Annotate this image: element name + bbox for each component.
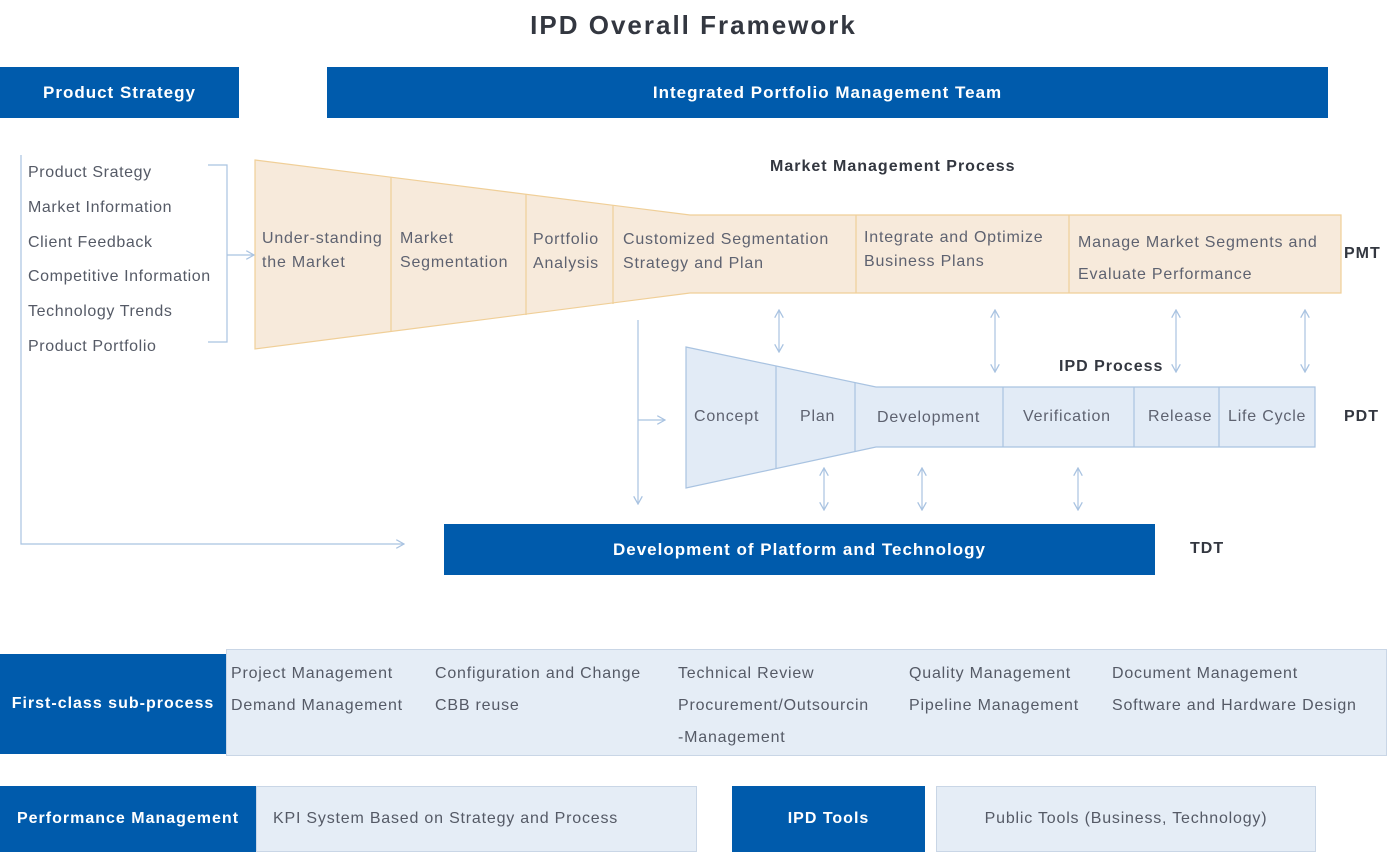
market-stage-dividers [390,177,1070,332]
kpi-system-box: KPI System Based on Strategy and Process [256,786,697,852]
market-stage-understanding: Under-standing the Market [262,230,383,271]
market-stage-segmentation: Market Segmentation [400,230,509,271]
list-item: Demand Management [231,697,403,714]
ipd-stage-concept: Concept [694,408,760,425]
input-list: Product Srategy Market Information Clien… [28,160,211,369]
subprocess-column: Configuration and Change CBB reuse [435,658,641,722]
ipd-stage-release: Release [1148,408,1213,425]
market-stage-portfolio-analysis: Portfolio Analysis [533,231,599,272]
portfolio-team-bar: Integrated Portfolio Management Team [327,67,1328,118]
platform-technology-bar: Development of Platform and Technology [444,524,1155,575]
ipd-process-label: IPD Process [1059,358,1164,375]
list-item: Pipeline Management [909,697,1079,714]
performance-management-label: Performance Management [0,786,256,852]
market-stage-integrate-optimize: Integrate and Optimize Business Plans [864,229,1044,270]
input-item: Market Information [28,198,173,216]
product-strategy-bar: Product Strategy [0,67,239,118]
market-stage-customized-segmentation: Customized Segmentation Strategy and Pla… [623,231,830,272]
first-class-subprocess-box [226,649,1387,756]
pdt-tdt-links [824,468,1078,510]
pmt-pdt-links [779,310,1305,372]
list-item: Technical Review [678,665,815,682]
list-item: Document Management [1112,665,1298,682]
first-class-subprocess-label: First-class sub-process [0,654,226,754]
ipd-stage-verification: Verification [1023,408,1111,425]
list-item: Quality Management [909,665,1072,682]
input-item: Client Feedback [28,233,153,251]
list-item: -Management [678,729,786,746]
ipd-stage-development: Development [877,409,981,426]
input-item: Product Portfolio [28,337,157,355]
ipd-stage-dividers [775,366,1220,468]
market-process-label: Market Management Process [770,158,1016,175]
ipd-process-funnel [685,346,1316,489]
pdt-label: PDT [1344,408,1379,425]
subprocess-column: Document Management Software and Hardwar… [1112,658,1357,722]
list-item: Configuration and Change [435,665,642,682]
ipd-stage-plan: Plan [800,408,836,425]
input-item: Product Srategy [28,164,152,181]
tdt-label: TDT [1190,540,1225,557]
subprocess-column: Project Management Demand Management [231,658,403,722]
input-item: Competitive Information [28,268,211,286]
page-title: IPD Overall Framework [530,10,857,40]
list-item: Project Management [231,665,394,682]
strategy-to-platform-connector [20,155,404,544]
subprocess-column: Technical Review Procurement/Outsourcin … [678,658,869,754]
pmt-label: PMT [1344,245,1381,262]
list-item: Procurement/Outsourcin [678,697,870,714]
list-item: CBB reuse [435,697,520,714]
subprocess-column: Quality Management Pipeline Management [909,658,1079,722]
input-item: Technology Trends [28,303,173,321]
list-item: Software and Hardware Design [1112,697,1357,714]
market-stage-manage-segments: Manage Market Segments and Evaluate Perf… [1078,234,1318,283]
ipd-stage-life-cycle: Life Cycle [1228,408,1307,425]
ipd-tools-label: IPD Tools [732,786,925,852]
inputs-bracket [208,164,228,343]
public-tools-box: Public Tools (Business, Technology) [936,786,1316,852]
